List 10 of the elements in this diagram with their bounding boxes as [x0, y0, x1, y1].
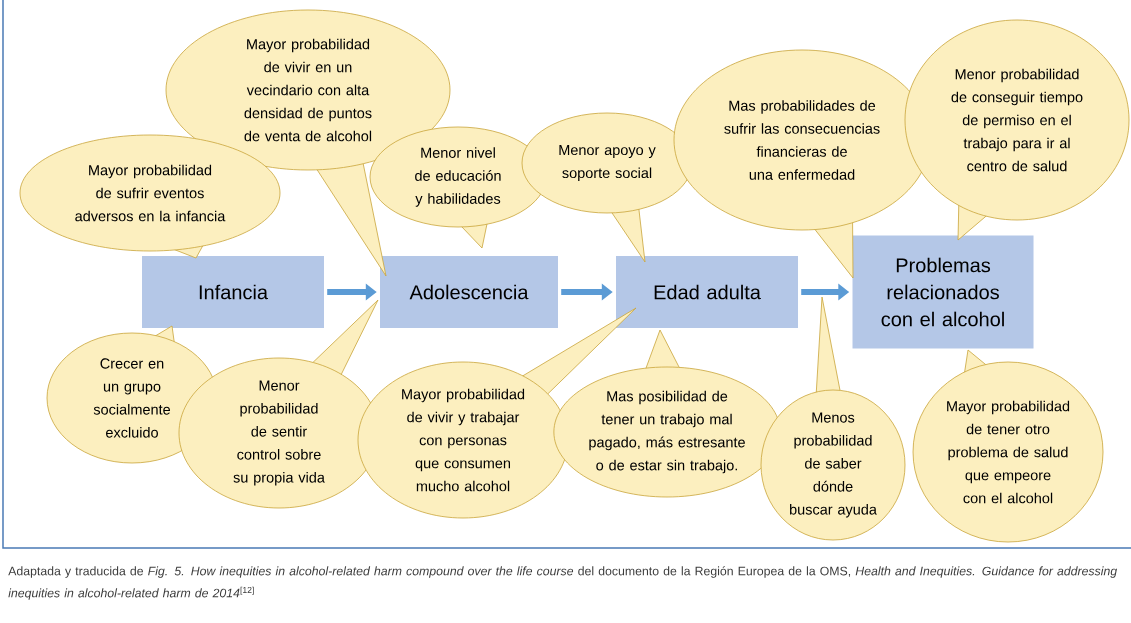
speech-bubble: Menor apoyo y soporte social	[521, 112, 693, 263]
speech-bubble: Menor probabilidad de sentir control sobre su propia vida	[178, 299, 380, 509]
caption: Adaptada y traducida de Fig. 5. How inequities in alcohol-related harm compound over the life course del documento de la Región Europea de la OMS, Health and Inequities. Guidance for addressing inequities in alcohol-related harm de 2014$^{[12]}$	[8, 566, 1118, 600]
stage-box: Edad adulta	[616, 256, 798, 328]
stage-box: Infancia	[142, 256, 324, 328]
speech-bubble: Mas posibilidad de tener un trabajo mal pagado, más estresante o de estar sin trabajo.	[553, 329, 781, 498]
stage-box: Problemas relacionados con el alcohol	[852, 235, 1034, 349]
speech-bubble: Menor probabilidad de conseguir tiempo de permiso en el trabajo para ir al centro de salud	[904, 19, 1130, 241]
speech-bubble: Mayor probabilidad de tener otro problema de salud que empeore con el alcohol	[912, 349, 1104, 543]
stage-box: Adolescencia	[380, 256, 558, 328]
